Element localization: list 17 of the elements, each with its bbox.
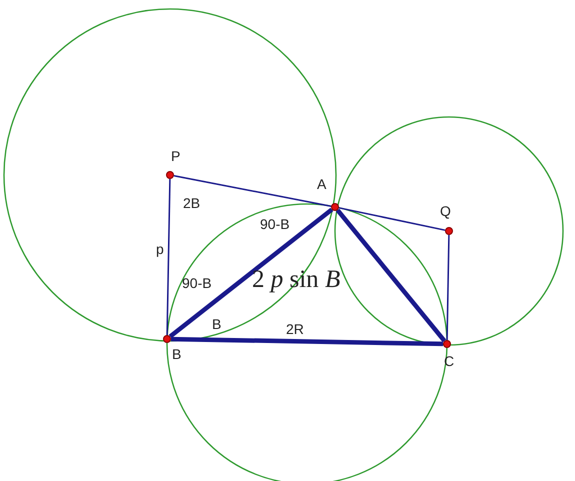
line-segment [174, 175, 332, 207]
point-label: B [172, 346, 182, 362]
angle-label: 90-B [260, 216, 290, 232]
angle-label: 2B [183, 195, 200, 211]
point-label: Q [440, 203, 451, 219]
line-segment [336, 208, 446, 342]
line-segment [166, 178, 171, 336]
line-segment [446, 234, 450, 340]
line-segment [168, 208, 334, 338]
line-segment [170, 336, 444, 346]
point-label: P [171, 148, 180, 164]
line-segment [338, 207, 446, 231]
side-label: p [156, 241, 164, 257]
point-label: A [317, 176, 326, 192]
angle-label: B [212, 316, 222, 332]
side-label: 2R [286, 321, 304, 337]
angle-label: 90-B [182, 275, 212, 291]
